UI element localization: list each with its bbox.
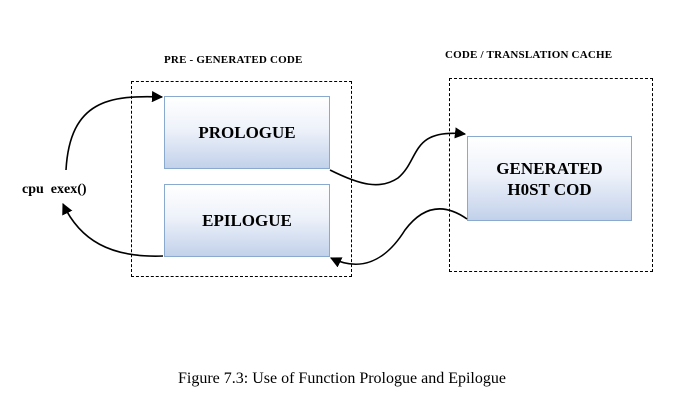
arrow-host-to-epilogue <box>329 208 468 268</box>
generated-host-code-box: GENERATED H0ST COD <box>467 136 632 221</box>
figure-caption: Figure 7.3: Use of Function Prologue and… <box>178 370 506 387</box>
prologue-box: PROLOGUE <box>164 96 330 169</box>
prologue-label: PROLOGUE <box>198 123 296 142</box>
pre-generated-code-header: PRE - GENERATED CODE <box>164 54 303 66</box>
translation-cache-region <box>449 78 653 272</box>
generated-host-code-line2: H0ST COD <box>507 179 592 199</box>
generated-host-code-line1: GENERATED <box>496 158 603 178</box>
arrow-cpu-to-prologue <box>65 91 164 171</box>
cpu-exec-label: cpu exex() <box>22 182 87 197</box>
epilogue-label: EPILOGUE <box>202 211 292 230</box>
translation-cache-header: CODE / TRANSLATION CACHE <box>445 49 613 61</box>
arrow-epilogue-to-cpu <box>62 202 164 257</box>
epilogue-box: EPILOGUE <box>164 184 330 257</box>
arrow-prologue-to-host <box>329 127 467 186</box>
